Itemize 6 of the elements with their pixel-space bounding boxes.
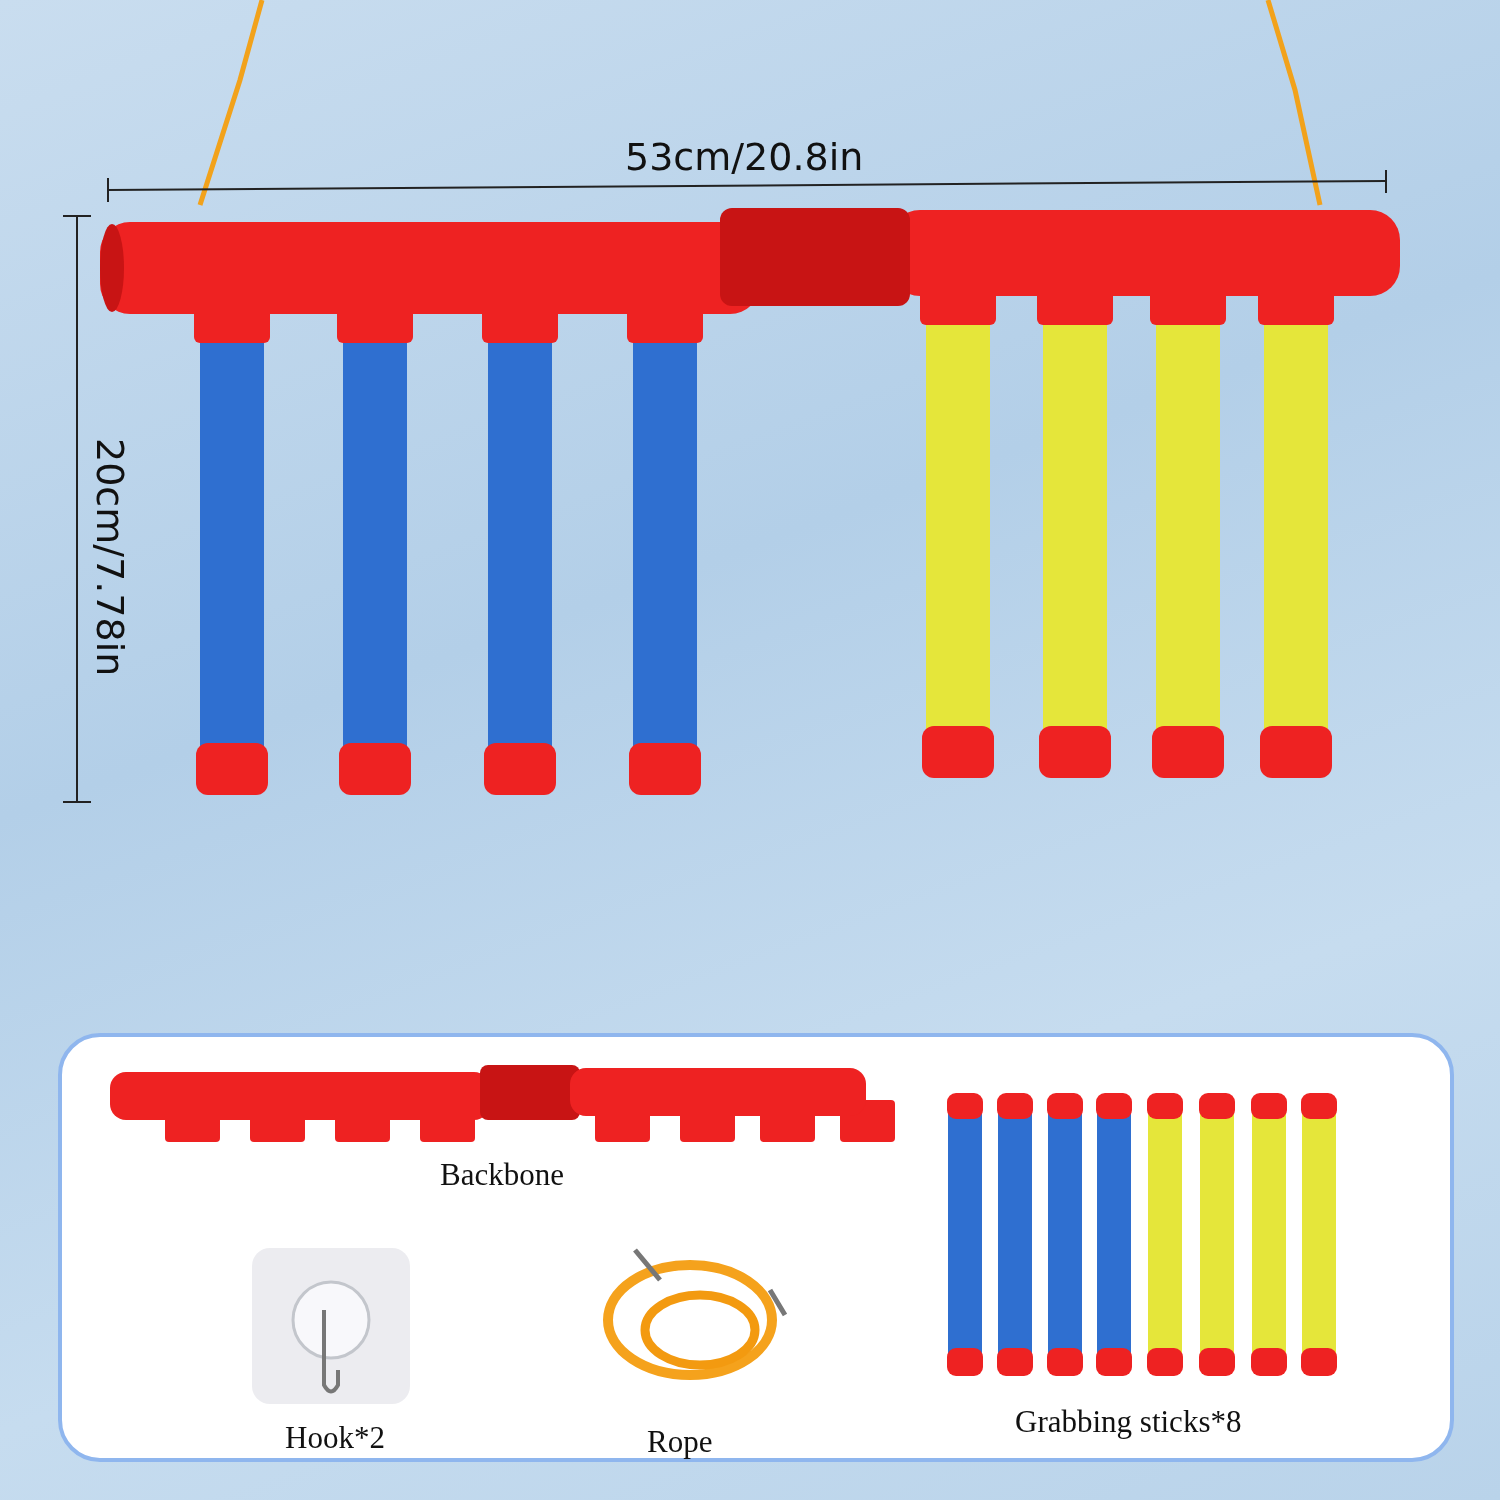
part-label: Grabbing sticks*8 [1015,1404,1242,1440]
dimension-label: 20cm/7.78in [88,438,132,677]
part-label: Backbone [440,1157,564,1193]
dimension-label: 53cm/20.8in [625,135,864,179]
part-label: Hook*2 [285,1420,385,1456]
part-label: Rope [647,1424,713,1460]
